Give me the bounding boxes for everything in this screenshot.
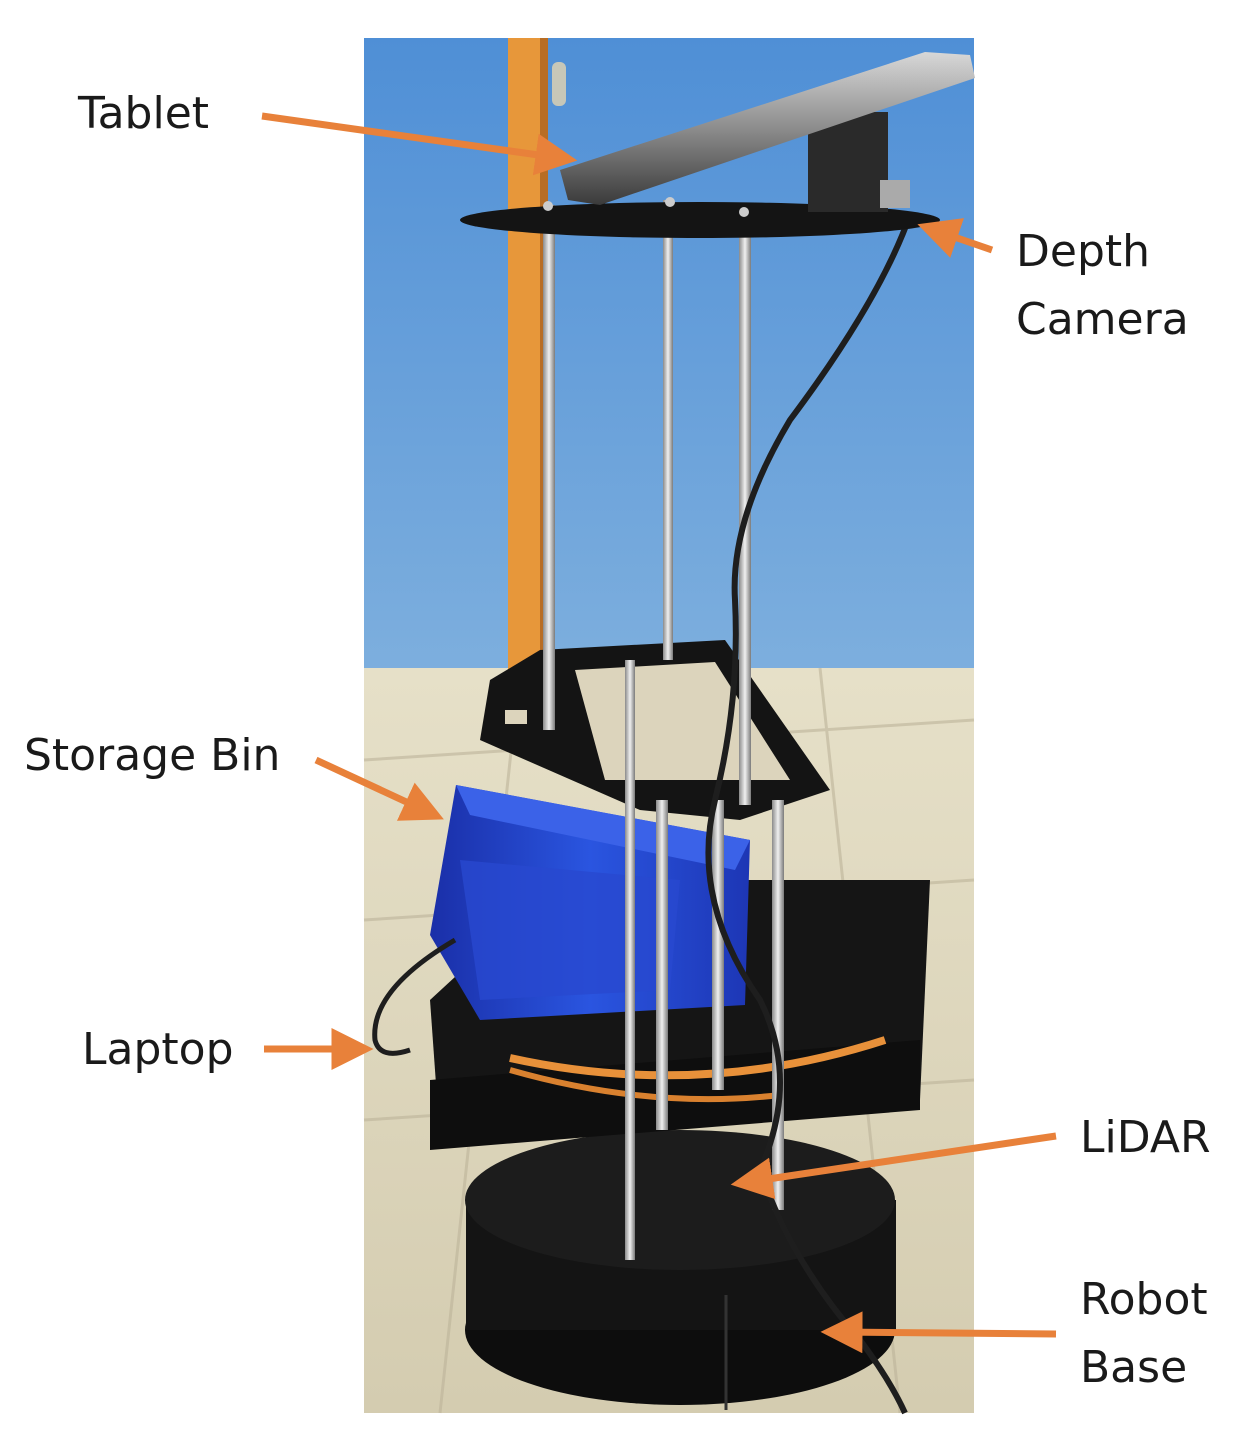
robot-base xyxy=(465,1130,896,1410)
annotation-arrows xyxy=(261,112,1057,1354)
label-lidar: LiDAR xyxy=(1080,1112,1211,1163)
camera-cable xyxy=(705,214,913,1415)
label-storage-bin: Storage Bin xyxy=(24,730,281,781)
label-robot-base-line1: Robot xyxy=(1080,1274,1208,1325)
door-handle xyxy=(552,62,566,106)
top-plate xyxy=(460,52,975,238)
lidar-arrow xyxy=(730,1132,1057,1200)
tablet-arrow xyxy=(261,112,578,176)
label-tablet: Tablet xyxy=(78,88,210,139)
label-depth-camera-line2: Camera xyxy=(1016,294,1189,345)
label-laptop: Laptop xyxy=(82,1024,234,1075)
robot-base-arrow xyxy=(820,1311,1057,1354)
label-robot-base-line2: Base xyxy=(1080,1342,1188,1393)
tablet xyxy=(560,52,975,205)
door-frame xyxy=(508,38,544,698)
storage-bin-arrow xyxy=(314,756,444,821)
photo xyxy=(363,38,975,1415)
label-depth-camera-line1: Depth xyxy=(1016,226,1151,277)
laptop-cable xyxy=(372,937,457,1056)
depth-camera-arrow xyxy=(917,218,994,258)
